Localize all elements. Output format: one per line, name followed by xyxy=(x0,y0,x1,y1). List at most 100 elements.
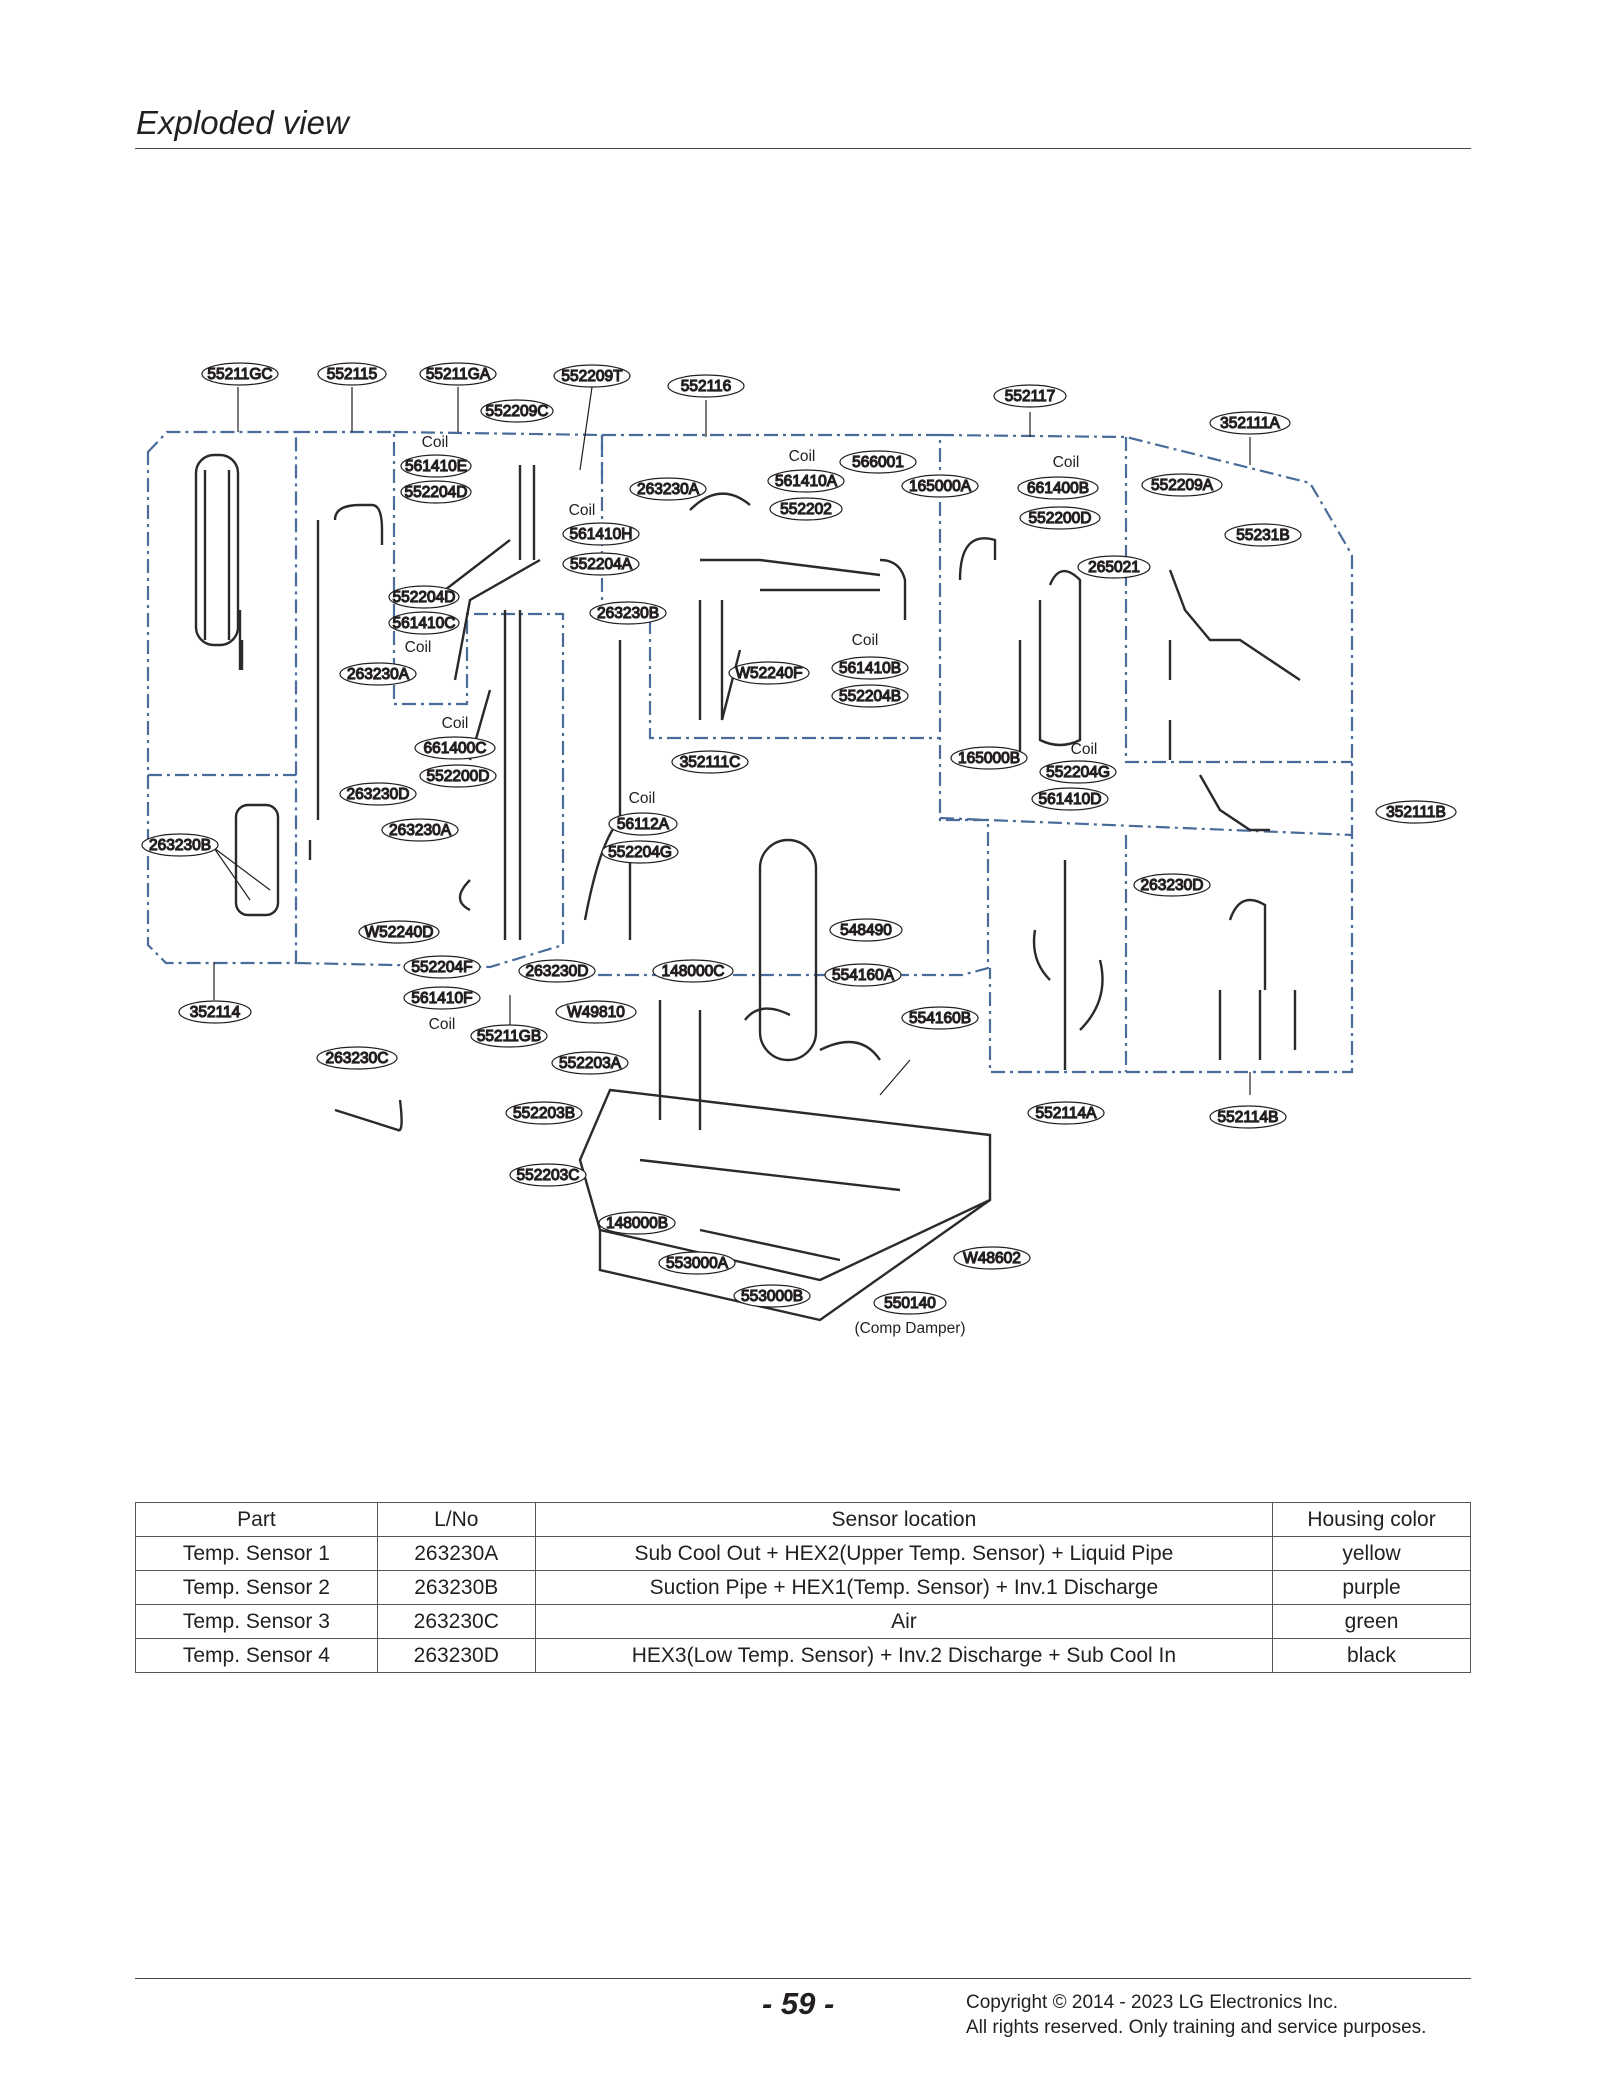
label-263230D: 263230D xyxy=(526,963,589,980)
label-554160B: 554160B xyxy=(909,1010,971,1027)
label-263230A: 263230A xyxy=(389,822,452,839)
copyright-line-1: Copyright © 2014 - 2023 LG Electronics I… xyxy=(966,1992,1339,2013)
label-561410H: 561410H xyxy=(570,526,633,543)
label-552204G: 552204G xyxy=(608,844,672,861)
column-header-part: Part xyxy=(135,1502,378,1537)
label-263230B: 263230B xyxy=(597,605,659,622)
label-552115: 552115 xyxy=(327,366,378,383)
copyright-notice: Copyright © 2014 - 2023 LG Electronics I… xyxy=(966,1990,1426,2040)
cell-sensor-location: Suction Pipe + HEX1(Temp. Sensor) + Inv.… xyxy=(534,1570,1274,1605)
cell-housing-color: purple xyxy=(1272,1570,1471,1605)
label-165000B: 165000B xyxy=(958,750,1020,767)
label-552203B: 552203B xyxy=(513,1105,575,1122)
label-263230C: 263230C xyxy=(326,1050,389,1067)
label-552209C: 552209C xyxy=(486,403,549,420)
cell-sensor-location: HEX3(Low Temp. Sensor) + Inv.2 Discharge… xyxy=(534,1638,1274,1673)
label-352111C: 352111C xyxy=(680,754,741,771)
label-552200D: 552200D xyxy=(427,768,490,785)
cell-housing-color: green xyxy=(1272,1604,1471,1639)
label-55211GA: 55211GA xyxy=(426,366,491,383)
label-coil: Coil xyxy=(852,632,879,649)
label-coil: Coil xyxy=(429,1016,456,1033)
column-header-lno: L/No xyxy=(376,1502,536,1537)
cell-lno: 263230B xyxy=(376,1570,536,1605)
label-coil: Coil xyxy=(789,448,816,465)
label-W48602: W48602 xyxy=(963,1250,1021,1267)
label-552204A: 552204A xyxy=(570,556,633,573)
callout-labels: 55211GC 552115 55211GA 552209T 552116 55… xyxy=(141,362,1457,1337)
label-561410C: 561410C xyxy=(393,615,456,632)
label-553000B: 553000B xyxy=(741,1288,803,1305)
header-rule xyxy=(135,148,1471,149)
label-coil: Coil xyxy=(442,715,469,732)
label-552117: 552117 xyxy=(1005,388,1056,405)
cell-housing-color: black xyxy=(1272,1638,1471,1673)
exploded-view-diagram: 55211GC 552115 55211GA 552209T 552116 55… xyxy=(141,362,1457,1337)
label-148000B: 148000B xyxy=(606,1215,668,1232)
label-148000C: 148000C xyxy=(662,963,725,980)
label-coil: Coil xyxy=(405,639,432,656)
label-55211GC: 55211GC xyxy=(207,366,272,383)
cell-part: Temp. Sensor 4 xyxy=(135,1638,378,1673)
table-header-row: Part L/No Sensor location Housing color xyxy=(135,1502,1471,1537)
label-263230B: 263230B xyxy=(149,837,211,854)
label-W52240D: W52240D xyxy=(365,924,434,941)
sensor-table: Part L/No Sensor location Housing color … xyxy=(135,1502,1471,1673)
label-552204G: 552204G xyxy=(1046,764,1110,781)
label-561410E: 561410E xyxy=(405,458,467,475)
column-header-sensor-location: Sensor location xyxy=(534,1502,1274,1537)
label-352114: 352114 xyxy=(190,1004,241,1021)
label-comp-damper: (Comp Damper) xyxy=(854,1320,965,1337)
label-263230D: 263230D xyxy=(1141,877,1204,894)
label-352111B: 352111B xyxy=(1386,804,1446,821)
table-row: Temp. Sensor 3 263230C Air green xyxy=(135,1604,1471,1639)
label-352111A: 352111A xyxy=(1220,415,1280,432)
label-661400B: 661400B xyxy=(1027,480,1089,497)
page-number: - 59 - xyxy=(762,1986,835,2021)
label-552203C: 552203C xyxy=(517,1167,580,1184)
label-554160A: 554160A xyxy=(832,967,895,984)
label-165000A: 165000A xyxy=(909,478,972,495)
label-552209T: 552209T xyxy=(561,368,623,385)
table-row: Temp. Sensor 4 263230D HEX3(Low Temp. Se… xyxy=(135,1638,1471,1673)
label-coil: Coil xyxy=(629,790,656,807)
cell-lno: 263230A xyxy=(376,1536,536,1571)
cell-part: Temp. Sensor 1 xyxy=(135,1536,378,1571)
label-561410A: 561410A xyxy=(775,473,838,490)
cell-lno: 263230D xyxy=(376,1638,536,1673)
label-263230A: 263230A xyxy=(637,481,700,498)
cell-housing-color: yellow xyxy=(1272,1536,1471,1571)
label-coil: Coil xyxy=(1071,741,1098,758)
label-553000A: 553000A xyxy=(666,1255,729,1272)
leader-lines xyxy=(213,386,1251,1096)
cell-sensor-location: Air xyxy=(534,1604,1274,1639)
label-55211GB: 55211GB xyxy=(477,1028,541,1045)
label-552203A: 552203A xyxy=(559,1055,622,1072)
label-552114B: 552114B xyxy=(1218,1109,1279,1126)
table-row: Temp. Sensor 1 263230A Sub Cool Out + HE… xyxy=(135,1536,1471,1571)
label-552200D: 552200D xyxy=(1029,510,1092,527)
label-55231B: 55231B xyxy=(1236,527,1289,544)
group-boundaries xyxy=(146,430,1354,1074)
label-coil: Coil xyxy=(422,434,449,451)
cell-part: Temp. Sensor 2 xyxy=(135,1570,378,1605)
label-661400C: 661400C xyxy=(424,740,487,757)
label-56112A: 56112A xyxy=(617,816,670,833)
label-552204D: 552204D xyxy=(405,484,468,501)
label-552204B: 552204B xyxy=(839,688,901,705)
footer-rule xyxy=(135,1978,1471,1979)
label-552202: 552202 xyxy=(780,501,832,518)
copyright-line-2: All rights reserved. Only training and s… xyxy=(966,2017,1427,2038)
label-550140: 550140 xyxy=(884,1295,936,1312)
label-561410B: 561410B xyxy=(839,660,901,677)
label-W52240F: W52240F xyxy=(735,665,802,682)
label-552204D: 552204D xyxy=(393,589,456,606)
label-561410D: 561410D xyxy=(1039,791,1102,808)
label-W49810: W49810 xyxy=(567,1004,625,1021)
label-265021: 265021 xyxy=(1088,559,1140,576)
label-548490: 548490 xyxy=(840,922,892,939)
cell-part: Temp. Sensor 3 xyxy=(135,1604,378,1639)
label-263230A: 263230A xyxy=(347,666,410,683)
label-552204F: 552204F xyxy=(411,959,472,976)
page-title: Exploded view xyxy=(136,104,349,141)
